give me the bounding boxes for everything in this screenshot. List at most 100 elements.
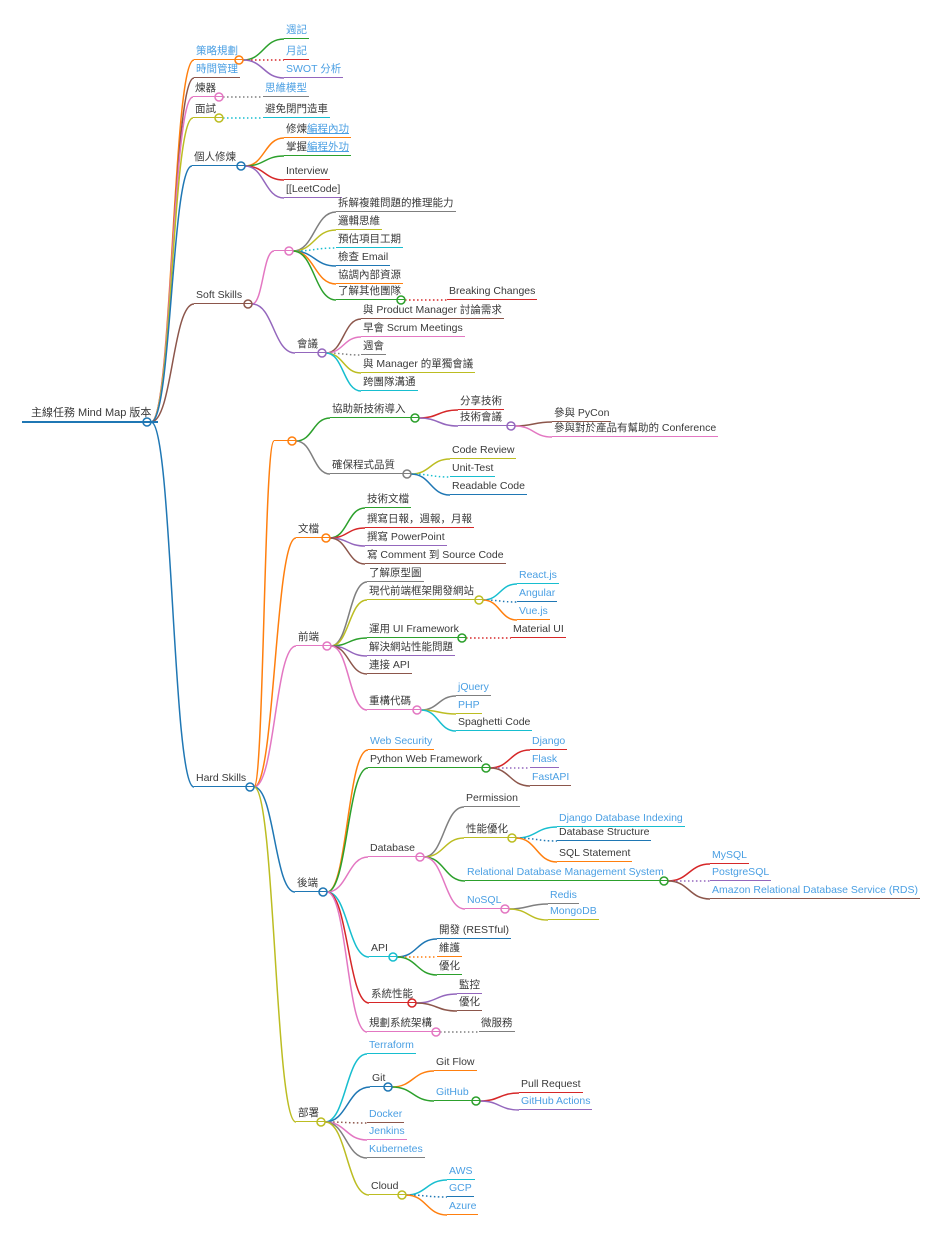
collapse-circle-nosql[interactable] [500, 904, 510, 914]
node-mysql[interactable]: MySQL [710, 849, 750, 864]
node-time-mgmt[interactable]: 時間管理 [194, 63, 240, 78]
collapse-circle-hard[interactable] [245, 782, 255, 792]
node-other-teams: 了解其他團隊 [336, 285, 405, 300]
edge-scrum [325, 336, 362, 354]
node-github[interactable]: GitHub [434, 1086, 480, 1101]
collapse-circle-frontend[interactable] [322, 641, 332, 651]
node-avoid: 避免閉門造車 [263, 103, 330, 118]
collapse-circle-db-perf[interactable] [507, 833, 517, 843]
node-waigong: 掌握編程外功 [284, 141, 351, 156]
collapse-circle-soft[interactable] [243, 299, 253, 309]
node-flask[interactable]: Flask [530, 753, 560, 768]
node-soft: Soft Skills [194, 289, 252, 304]
edge-gh-actions [479, 1100, 520, 1111]
edge-soft-misc [251, 250, 275, 305]
node-strategy[interactable]: 策略規劃 [194, 45, 243, 60]
node-gcp[interactable]: GCP [447, 1182, 474, 1197]
collapse-circle-strategy[interactable] [234, 55, 244, 65]
node-redis[interactable]: Redis [548, 889, 579, 904]
node-permission: Permission [464, 792, 520, 807]
node-monthly[interactable]: 月記 [284, 45, 309, 60]
node-conference: 參與對於產品有幫助的 Conference [552, 422, 719, 437]
node-rdbms[interactable]: Relational Database Management System [465, 866, 668, 881]
collapse-circle-docs[interactable] [321, 533, 331, 543]
collapse-circle-refine[interactable] [214, 92, 224, 102]
node-react[interactable]: React.js [517, 569, 559, 584]
collapse-circle-soft-misc[interactable] [284, 246, 294, 256]
node-mental-model[interactable]: 思維模型 [263, 82, 309, 97]
edge-nosql [423, 856, 466, 910]
edge-hard [150, 421, 195, 788]
node-monitor: 監控 [457, 979, 482, 994]
collapse-circle-git[interactable] [383, 1082, 393, 1092]
collapse-circle-database[interactable] [415, 852, 425, 862]
edge-readable [410, 473, 451, 496]
collapse-circle-other-teams[interactable] [396, 295, 406, 305]
node-jquery[interactable]: jQuery [456, 681, 491, 696]
collapse-circle-interview-branch[interactable] [214, 113, 224, 123]
edge-sys-optimize [415, 1002, 458, 1012]
node-root: 主線任務 Mind Map 版本 [22, 407, 158, 423]
edge-cloud [324, 1121, 370, 1196]
collapse-circle-github[interactable] [471, 1096, 481, 1106]
node-gh-actions[interactable]: GitHub Actions [519, 1095, 593, 1110]
node-django[interactable]: Django [530, 735, 568, 750]
node-ddi[interactable]: Django Database Indexing [557, 812, 685, 827]
node-terraform[interactable]: Terraform [367, 1039, 416, 1054]
node-python-wf: Python Web Framework [368, 753, 490, 768]
collapse-circle-arch[interactable] [431, 1027, 441, 1037]
edge-meeting [251, 303, 296, 354]
node-postgres[interactable]: PostgreSQL [710, 866, 772, 881]
collapse-circle-api[interactable] [388, 952, 398, 962]
edge-backend [253, 786, 296, 893]
edge-database [326, 856, 369, 893]
node-weekly-meet: 週會 [361, 340, 386, 355]
edge-azure [405, 1194, 448, 1216]
node-fastapi[interactable]: FastAPI [530, 771, 572, 786]
node-rds[interactable]: Amazon Relational Database Service (RDS) [710, 884, 921, 899]
node-soft-misc [274, 236, 293, 251]
collapse-circle-new-tech[interactable] [410, 413, 420, 423]
node-mongodb[interactable]: MongoDB [548, 905, 599, 920]
node-angular[interactable]: Angular [517, 587, 558, 602]
node-weekly[interactable]: 週記 [284, 24, 309, 39]
node-php[interactable]: PHP [456, 699, 482, 714]
collapse-circle-rdbms[interactable] [659, 876, 669, 886]
node-aws[interactable]: AWS [447, 1165, 475, 1180]
node-nosql[interactable]: NoSQL [465, 894, 509, 909]
node-frontend: 前端 [296, 631, 331, 646]
node-docker[interactable]: Docker [367, 1108, 405, 1123]
collapse-circle-cloud[interactable] [397, 1190, 407, 1200]
node-vue[interactable]: Vue.js [517, 605, 550, 620]
edge-spaghetti [420, 709, 457, 732]
collapse-circle-python-wf[interactable] [481, 763, 491, 773]
collapse-circle-quality[interactable] [402, 469, 412, 479]
node-comment: 寫 Comment 到 Source Code [365, 549, 506, 564]
collapse-circle-meeting[interactable] [317, 348, 327, 358]
node-jenkins[interactable]: Jenkins [367, 1125, 407, 1140]
node-ppt: 撰寫 PowerPoint [365, 531, 447, 546]
collapse-circle-sys-perf[interactable] [407, 998, 417, 1008]
collapse-circle-hard-misc[interactable] [287, 436, 297, 446]
node-waigong-part-1[interactable]: 編程外功 [307, 141, 349, 153]
edge-angular [482, 599, 518, 603]
collapse-circle-ui-fw[interactable] [457, 633, 467, 643]
node-pm-talk: 與 Product Manager 討論需求 [361, 304, 504, 319]
collapse-circle-refactor[interactable] [412, 705, 422, 715]
node-one-on-one: 與 Manager 的單獨會議 [361, 358, 476, 373]
node-web-security[interactable]: Web Security [368, 735, 435, 750]
collapse-circle-deploy[interactable] [316, 1117, 326, 1127]
node-kubernetes[interactable]: Kubernetes [367, 1143, 425, 1158]
collapse-circle-modern-fw[interactable] [474, 595, 484, 605]
node-modern-fw: 現代前端框架開發網站 [367, 585, 483, 600]
edge-api [326, 891, 370, 958]
collapse-circle-backend[interactable] [318, 887, 328, 897]
collapse-circle-tech-meet[interactable] [506, 421, 516, 431]
node-swot[interactable]: SWOT 分析 [284, 63, 344, 78]
edge-quality [295, 440, 331, 475]
collapse-circle-personal[interactable] [236, 161, 246, 171]
edge-api-optimize [396, 956, 438, 976]
node-azure[interactable]: Azure [447, 1200, 479, 1215]
node-neigong-part-1[interactable]: 編程內功 [307, 123, 349, 135]
